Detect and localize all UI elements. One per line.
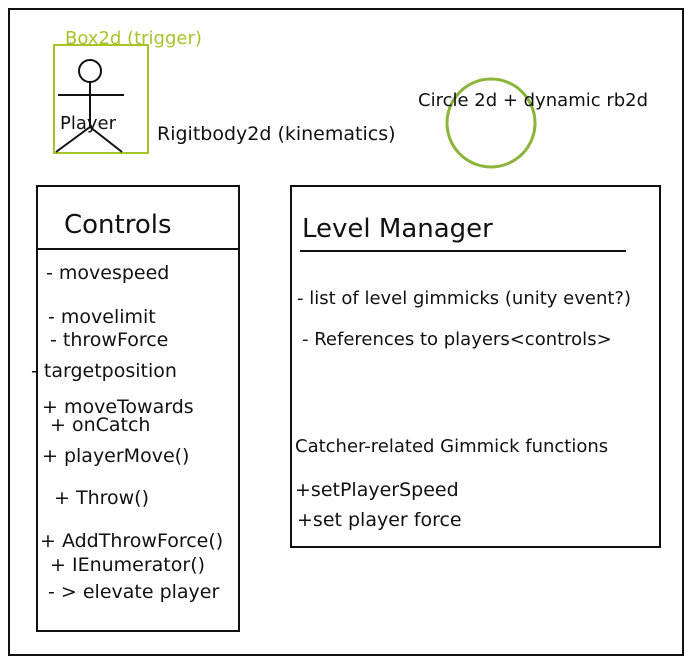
level-manager-title: Level Manager: [302, 214, 493, 244]
rigidbody-label: Rigitbody2d (kinematics): [157, 123, 396, 145]
controls-line: + playerMove(): [42, 445, 190, 467]
circle-label: Circle 2d + dynamic rb2d: [418, 90, 649, 111]
controls-line: + Throw(): [54, 487, 149, 509]
controls-line: - movespeed: [46, 262, 170, 284]
controls-box: [36, 185, 240, 632]
gimmick-function: +set player force: [297, 509, 462, 531]
controls-line: + AddThrowForce(): [40, 530, 224, 552]
level-manager-box: [290, 185, 661, 548]
controls-line: - > elevate player: [48, 581, 220, 603]
circle-shape: [445, 77, 537, 169]
controls-line: - throwForce: [50, 329, 169, 351]
gimmick-function: +setPlayerSpeed: [295, 479, 459, 501]
controls-line: + IEnumerator(): [50, 554, 206, 576]
controls-line: - targetposition: [31, 360, 177, 382]
controls-divider: [36, 248, 240, 250]
controls-line: - movelimit: [48, 306, 156, 328]
player-label: Player: [60, 113, 117, 134]
level-manager-line: - list of level gimmicks (unity event?): [297, 288, 632, 309]
controls-line: + moveTowards: [42, 396, 194, 418]
stick-figure-icon: [55, 59, 124, 153]
level-manager-underline: [300, 250, 626, 252]
level-manager-line: - References to players<controls>: [302, 329, 612, 350]
canvas-frame: [8, 8, 684, 656]
controls-line: + onCatch: [50, 414, 151, 436]
gimmick-section-title: Catcher-related Gimmick functions: [295, 436, 609, 457]
trigger-label: Box2d (trigger): [65, 28, 202, 49]
player-trigger-box: [53, 44, 149, 154]
controls-title: Controls: [64, 210, 172, 240]
